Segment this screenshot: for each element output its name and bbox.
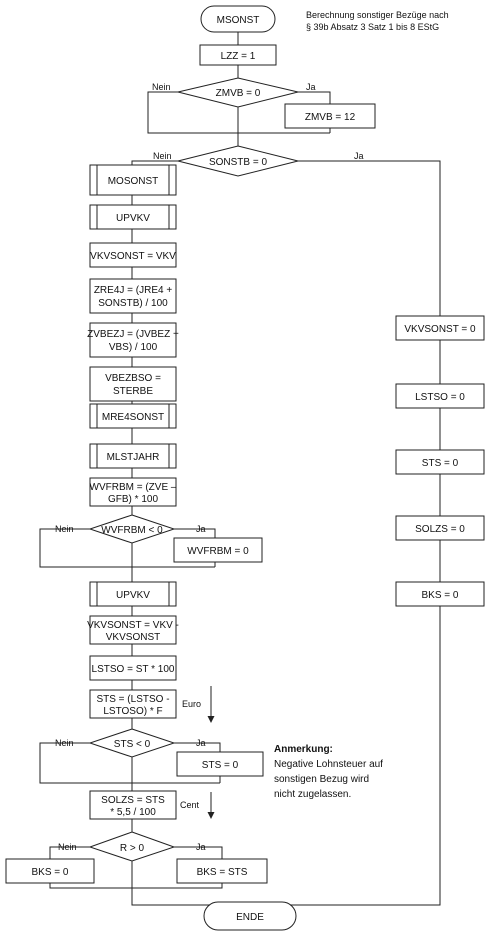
step-solzs: SOLZS = STS * 5,5 / 100 bbox=[89, 790, 177, 820]
decision-zmvb: ZMVB = 0 bbox=[177, 77, 299, 108]
description-line2: § 39b Absatz 3 Satz 1 bis 8 EStG bbox=[306, 22, 439, 32]
label-ja-sts: Ja bbox=[196, 738, 206, 748]
step-bks-zero: BKS = 0 bbox=[5, 858, 95, 884]
end-terminal: ENDE bbox=[203, 901, 297, 931]
right-solzs: SOLZS = 0 bbox=[395, 515, 485, 541]
svg-text:ZMVB = 0: ZMVB = 0 bbox=[216, 88, 261, 99]
step-zvbezj: ZVBEZJ = (JVBEZ + VBS) / 100 bbox=[87, 322, 179, 358]
svg-text:VBEZBSO =: VBEZBSO = bbox=[105, 373, 161, 384]
decision-sts: STS < 0 bbox=[88, 728, 176, 758]
svg-text:nicht zugelassen.: nicht zugelassen. bbox=[274, 789, 351, 800]
svg-text:STS = 0: STS = 0 bbox=[202, 760, 239, 771]
svg-text:BKS = 0: BKS = 0 bbox=[32, 867, 69, 878]
step-sts-set: STS = 0 bbox=[176, 751, 264, 777]
right-vkvsonst: VKVSONST = 0 bbox=[395, 315, 485, 341]
right-sts: STS = 0 bbox=[395, 449, 485, 475]
svg-text:ZRE4J = (JRE4 +: ZRE4J = (JRE4 + bbox=[94, 285, 173, 296]
svg-text:VKVSONST: VKVSONST bbox=[106, 632, 160, 643]
svg-text:LSTSO = 0: LSTSO = 0 bbox=[415, 392, 465, 403]
svg-text:Negative Lohnsteuer auf: Negative Lohnsteuer auf bbox=[274, 759, 383, 770]
label-nein-zmvb: Nein bbox=[152, 82, 171, 92]
label-ja-wvfrbm: Ja bbox=[196, 524, 206, 534]
svg-text:Anmerkung:: Anmerkung: bbox=[274, 744, 333, 755]
step-vbezbso: VBEZBSO = STERBE bbox=[89, 366, 177, 402]
svg-text:WVFRBM = 0: WVFRBM = 0 bbox=[187, 546, 249, 557]
svg-text:UPVKV: UPVKV bbox=[116, 590, 150, 601]
step-vkvsonst-2: VKVSONST = VKV - VKVSONST bbox=[87, 615, 179, 645]
step-zmvb-set: ZMVB = 12 bbox=[284, 103, 376, 129]
step-wvfrbm-set: WVFRBM = 0 bbox=[173, 537, 263, 563]
svg-text:SOLZS = 0: SOLZS = 0 bbox=[415, 524, 465, 535]
svg-text:MLSTJAHR: MLSTJAHR bbox=[107, 452, 160, 463]
svg-text:SONSTB = 0: SONSTB = 0 bbox=[209, 157, 268, 168]
svg-text:STS = (LSTSO -: STS = (LSTSO - bbox=[96, 694, 169, 705]
annotation-note: Anmerkung: Negative Lohnsteuer auf sonst… bbox=[274, 744, 383, 800]
svg-text:STERBE: STERBE bbox=[113, 386, 153, 397]
svg-text:GFB) * 100: GFB) * 100 bbox=[108, 494, 158, 505]
step-upvkv-2: UPVKV bbox=[89, 581, 177, 607]
svg-text:SOLZS = STS: SOLZS = STS bbox=[101, 795, 165, 806]
svg-text:* 5,5 / 100: * 5,5 / 100 bbox=[110, 807, 156, 818]
label-cent: Cent bbox=[180, 800, 200, 810]
svg-text:MOSONST: MOSONST bbox=[108, 176, 159, 187]
label-euro: Euro bbox=[182, 699, 201, 709]
svg-text:VKVSONST = VKV -: VKVSONST = VKV - bbox=[87, 620, 179, 631]
svg-text:WVFRBM = (ZVE –: WVFRBM = (ZVE – bbox=[90, 482, 177, 493]
label-nein-wvfrbm: Nein bbox=[55, 524, 74, 534]
svg-text:SONSTB) / 100: SONSTB) / 100 bbox=[98, 298, 168, 309]
svg-text:WVFRBM < 0: WVFRBM < 0 bbox=[101, 525, 163, 536]
start-terminal: MSONST bbox=[200, 5, 276, 33]
right-bks: BKS = 0 bbox=[395, 581, 485, 607]
end-label: ENDE bbox=[236, 912, 264, 923]
svg-text:LSTSO = ST * 100: LSTSO = ST * 100 bbox=[92, 664, 175, 675]
label-ja-r: Ja bbox=[196, 842, 206, 852]
step-sts: STS = (LSTSO - LSTOSO) * F bbox=[89, 689, 177, 719]
step-mosonst: MOSONST bbox=[89, 164, 177, 196]
svg-text:STS = 0: STS = 0 bbox=[422, 458, 459, 469]
svg-text:ZMVB = 12: ZMVB = 12 bbox=[305, 112, 356, 123]
svg-text:sonstigen Bezug wird: sonstigen Bezug wird bbox=[274, 774, 369, 785]
label-nein-sts: Nein bbox=[55, 738, 74, 748]
label-nein-sonstb: Nein bbox=[153, 151, 172, 161]
svg-text:STS < 0: STS < 0 bbox=[114, 739, 151, 750]
svg-text:BKS = 0: BKS = 0 bbox=[422, 590, 459, 601]
label-nein-r: Nein bbox=[58, 842, 77, 852]
decision-wvfrbm: WVFRBM < 0 bbox=[88, 514, 176, 544]
svg-text:VKVSONST = 0: VKVSONST = 0 bbox=[404, 324, 476, 335]
step-bks-sts: BKS = STS bbox=[176, 858, 268, 884]
svg-text:LZZ = 1: LZZ = 1 bbox=[221, 51, 256, 62]
svg-text:BKS = STS: BKS = STS bbox=[197, 867, 248, 878]
label-ja-sonstb: Ja bbox=[354, 151, 364, 161]
svg-text:MRE4SONST: MRE4SONST bbox=[102, 412, 164, 423]
decision-r: R > 0 bbox=[88, 831, 176, 862]
step-lzz: LZZ = 1 bbox=[199, 44, 277, 66]
svg-text:VBS) / 100: VBS) / 100 bbox=[109, 342, 158, 353]
svg-text:ZVBEZJ = (JVBEZ +: ZVBEZJ = (JVBEZ + bbox=[87, 329, 179, 340]
label-ja-zmvb: Ja bbox=[306, 82, 316, 92]
step-upvkv-1: UPVKV bbox=[89, 204, 177, 230]
svg-text:LSTOSO) * F: LSTOSO) * F bbox=[103, 706, 162, 717]
svg-text:UPVKV: UPVKV bbox=[116, 213, 150, 224]
decision-sonstb: SONSTB = 0 bbox=[177, 145, 299, 177]
svg-text:VKVSONST = VKV: VKVSONST = VKV bbox=[90, 251, 176, 262]
step-lstso: LSTSO = ST * 100 bbox=[89, 655, 177, 681]
svg-text:R > 0: R > 0 bbox=[120, 843, 145, 854]
step-vkvsonst-1: VKVSONST = VKV bbox=[89, 242, 177, 268]
step-mlstjahr: MLSTJAHR bbox=[89, 443, 177, 469]
description-line1: Berechnung sonstiger Bezüge nach bbox=[306, 10, 449, 20]
step-wvfrbm: WVFRBM = (ZVE – GFB) * 100 bbox=[89, 477, 177, 507]
start-label: MSONST bbox=[217, 15, 260, 26]
step-zre4j: ZRE4J = (JRE4 + SONSTB) / 100 bbox=[89, 278, 177, 314]
step-mre4sonst: MRE4SONST bbox=[89, 403, 177, 429]
right-lstso: LSTSO = 0 bbox=[395, 383, 485, 409]
